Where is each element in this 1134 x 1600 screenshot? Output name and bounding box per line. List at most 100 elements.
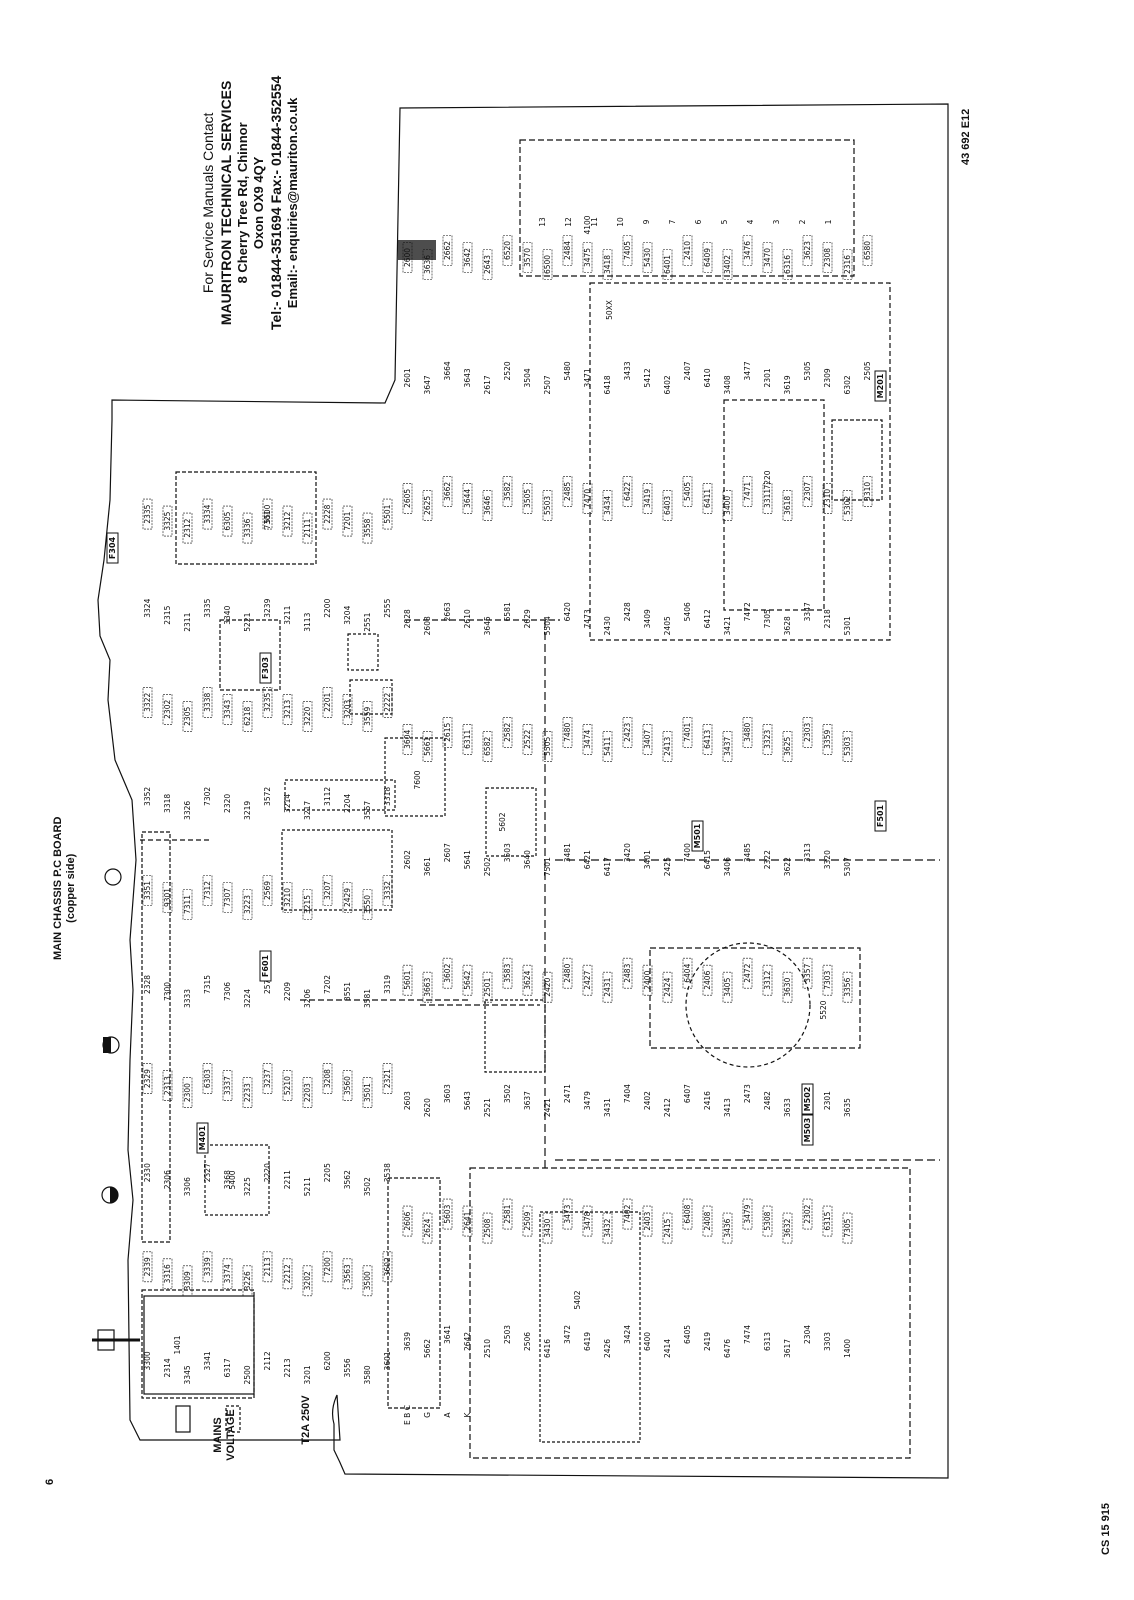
component-label: 7401 (682, 716, 693, 748)
component-outline (742, 235, 753, 266)
component-label-text: 6409 (703, 248, 712, 267)
component-outline (802, 235, 813, 266)
component-outline (222, 1258, 233, 1290)
module-label-box (259, 950, 272, 982)
component-label-text: 6407 (683, 1084, 692, 1103)
component-outline (622, 476, 633, 507)
component-label-text: 7404 (623, 1084, 632, 1103)
component-label-text: 3220 (303, 707, 312, 726)
component-label: 2310 (822, 483, 833, 514)
component-label-text: 3481 (563, 843, 572, 862)
component-outline (862, 476, 873, 507)
component-outline (542, 249, 553, 280)
component-label: 5305 (803, 361, 812, 380)
component-label-text: 2402 (643, 1091, 652, 1110)
component-label: 3336 (242, 512, 253, 544)
ic-label: 7301 (263, 510, 272, 529)
component-label-text: 2304 (803, 1325, 812, 1344)
component-label-text: 3551 (343, 982, 352, 1001)
component-label-text: 5641 (463, 850, 472, 869)
component-outline (782, 490, 793, 521)
scan-artifact (398, 240, 436, 260)
component-label-text: 3312 (763, 970, 772, 989)
component-label: 3368 (223, 1170, 232, 1189)
component-label-text: 7312 (203, 881, 212, 900)
ic-label: 7600 (413, 770, 422, 789)
component-label-text: 5221 (243, 612, 252, 631)
component-outline (522, 964, 533, 996)
component-label-text: 2408 (703, 1211, 712, 1230)
component-label: 2220 (263, 1163, 272, 1182)
component-label-text: 2335 (143, 504, 152, 523)
component-label: 7305 (763, 609, 772, 628)
component-outline (362, 512, 373, 544)
component-label: 3641 (443, 1325, 452, 1344)
component-outline (202, 1063, 213, 1094)
component-label: 2522 (522, 723, 533, 755)
component-label: 2485 (562, 476, 573, 507)
component-label-text: 3237 (263, 1069, 272, 1088)
pin-label-text: 4 (746, 219, 755, 224)
component-label-text: 3471 (583, 368, 592, 387)
component-label: 7405 (622, 235, 633, 266)
component-label-text: 6419 (583, 1332, 592, 1351)
module-box (723, 399, 825, 611)
component-label-text: 2312 (183, 518, 192, 537)
ic-label: 4100 (583, 215, 592, 234)
component-label: 3662 (442, 476, 453, 507)
component-label-text: 2506 (523, 1332, 532, 1351)
component-label: 3352 (143, 787, 152, 806)
pin-label-text: 12 (564, 217, 573, 227)
component-outline (182, 1265, 193, 1297)
component-label-text: 2211 (283, 1170, 292, 1189)
component-outline (342, 505, 353, 537)
component-label: 6410 (703, 368, 712, 387)
component-label-text: 6421 (583, 850, 592, 869)
component-label-text: 3602 (383, 1257, 392, 1276)
component-label-text: 3472 (563, 1325, 572, 1344)
component-outline (402, 1205, 413, 1237)
component-label: 2628 (403, 609, 412, 628)
component-label: 3343 (222, 693, 233, 725)
component-label: 2307 (802, 476, 813, 507)
component-label: 3642 (462, 242, 473, 273)
component-outline (802, 957, 813, 989)
component-label-text: 3303 (823, 1332, 832, 1351)
component-label: 2201 (322, 686, 333, 718)
component-label-text: 3226 (243, 1271, 252, 1290)
component-label: 3664 (443, 361, 452, 380)
component-label-text: 3323 (763, 730, 772, 749)
module-label-text: F601 (261, 954, 270, 977)
component-outline (242, 700, 253, 732)
component-outline (762, 964, 773, 996)
component-label-text: 6410 (703, 368, 712, 387)
component-label-text: 3351 (143, 881, 152, 900)
component-outline (842, 249, 853, 280)
component-label-text: 5500 (263, 504, 272, 523)
component-label: 9301 (162, 882, 173, 913)
component-label: 2111 (302, 512, 313, 544)
component-label: 3643 (463, 368, 472, 387)
component-outline (402, 483, 413, 514)
component-label: 3500 (362, 1265, 373, 1297)
module-label-box (196, 1122, 209, 1154)
component-label: 2408 (702, 1205, 713, 1237)
component-label: 3477 (743, 361, 752, 380)
component-label-text: 2306 (163, 1170, 172, 1189)
component-label: 2222 (382, 686, 393, 718)
component-label: 3347 (803, 602, 812, 621)
component-label-text: 7307 (223, 888, 232, 907)
module-label-box (801, 1114, 814, 1146)
component-label: 2625 (422, 490, 433, 521)
component-outline (462, 964, 473, 996)
component-label-text: 7201 (343, 511, 352, 530)
module-box (469, 1167, 911, 1459)
component-label-text: 3213 (283, 700, 292, 719)
component-label: 7474 (743, 1325, 752, 1344)
component-label: 7315 (203, 975, 212, 994)
component-label: 2328 (143, 975, 152, 994)
component-label-text: 3642 (463, 248, 472, 267)
component-label: 3318 (163, 794, 172, 813)
component-label-text: 3306 (183, 1177, 192, 1196)
component-outline (182, 889, 193, 920)
